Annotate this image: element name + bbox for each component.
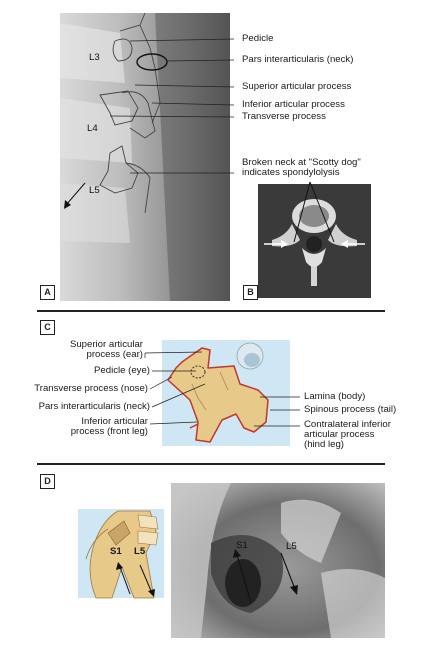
label-d-l5-mri: L5 — [286, 541, 297, 552]
label-c-pars: Pars interarticularis (neck) — [38, 401, 150, 412]
label-c-pedicle: Pedicle (eye) — [94, 365, 150, 376]
label-c-transverse: Transverse process (nose) — [34, 383, 148, 394]
panel-badge-d: D — [40, 474, 55, 489]
label-c-contra-3: (hind leg) — [304, 439, 344, 450]
caption-spondylolysis: indicates spondylolysis — [242, 167, 340, 178]
panel-badge-b: B — [243, 285, 258, 300]
label-c-spinous: Spinous process (tail) — [304, 404, 397, 415]
label-d-s1-mri: S1 — [236, 540, 248, 551]
label-transverse: Transverse process — [242, 111, 326, 122]
xray-label-l5: L5 — [89, 185, 100, 196]
label-pars-interarticularis: Pars interarticularis (neck) — [242, 54, 354, 65]
label-c-superior-1: Superior articular — [69, 339, 143, 350]
xray-image-a — [60, 12, 235, 301]
caption-broken-neck: Broken neck at "Scotty dog" — [242, 157, 361, 168]
label-c-inferior-1: Inferior articular — [81, 416, 148, 427]
label-d-l5-drawing: L5 — [134, 546, 146, 557]
label-superior-articular: Superior articular process — [242, 81, 352, 92]
panel-badge-a: A — [40, 285, 55, 300]
divider-1 — [37, 310, 385, 312]
scotty-dog-illustration — [162, 340, 290, 446]
xray-label-l4: L4 — [87, 123, 98, 134]
mri-image-d — [171, 483, 385, 638]
label-c-inferior-2: process (front leg) — [70, 426, 148, 437]
divider-2 — [37, 463, 385, 465]
panel-badge-c: C — [40, 320, 55, 335]
label-c-contra-2: articular process — [304, 429, 375, 440]
spondylolisthesis-drawing — [78, 509, 164, 599]
label-inferior-articular: Inferior articular process — [242, 99, 345, 110]
label-c-contra-1: Contralateral inferior — [304, 419, 391, 430]
label-c-superior-2: process (ear) — [86, 349, 143, 360]
label-c-lamina: Lamina (body) — [304, 391, 366, 402]
ct-image-b — [258, 181, 371, 298]
xray-label-l3: L3 — [89, 52, 100, 63]
label-pedicle: Pedicle — [242, 33, 274, 44]
label-d-s1-drawing: S1 — [110, 546, 122, 557]
